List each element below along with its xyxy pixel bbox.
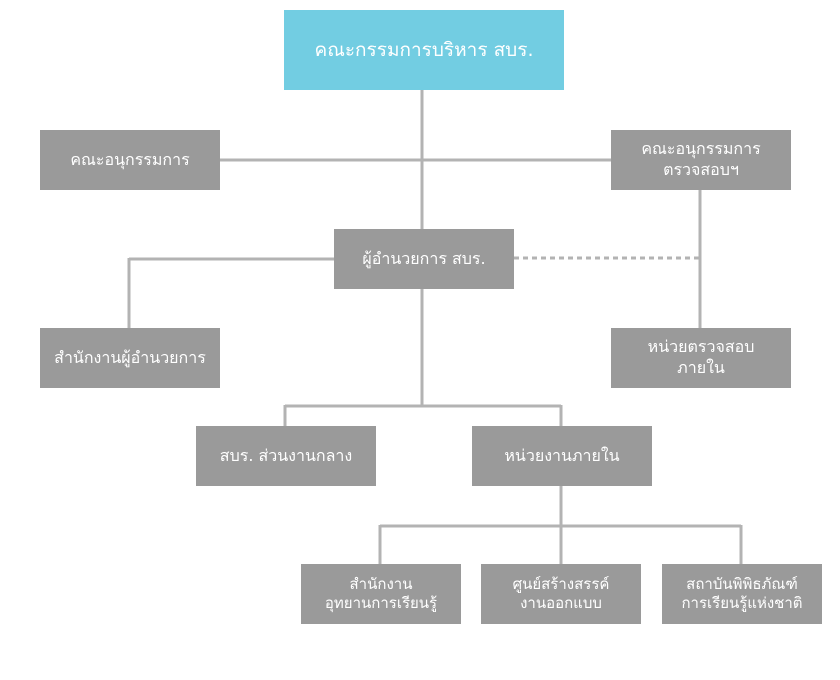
node-central-unit-label: สบร. ส่วนงานกลาง	[219, 445, 353, 465]
node-subcommittee-label: คณะอนุกรรมการ	[70, 149, 190, 169]
node-internal-units-label: หน่วยงานภายใน	[504, 445, 620, 465]
node-board-label: คณะกรรมการบริหาร สบร.	[314, 38, 534, 61]
node-director: ผู้อำนวยการ สบร.	[334, 229, 514, 289]
node-subcommittee: คณะอนุกรรมการ	[40, 130, 220, 190]
node-director-office: สำนักงานผู้อำนวยการ	[40, 328, 220, 388]
node-design-center-label: ศูนย์สร้างสรรค์ งานออกแบบ	[512, 574, 610, 613]
node-central-unit: สบร. ส่วนงานกลาง	[196, 426, 376, 486]
node-audit-subcommittee: คณะอนุกรรมการ ตรวจสอบฯ	[611, 130, 791, 190]
node-board: คณะกรรมการบริหาร สบร.	[284, 10, 564, 90]
node-internal-audit: หน่วยตรวจสอบ ภายใน	[611, 328, 791, 388]
node-park-office: สำนักงาน อุทยานการเรียนรู้	[301, 564, 461, 624]
node-park-office-label: สำนักงาน อุทยานการเรียนรู้	[324, 574, 438, 613]
node-internal-audit-label: หน่วยตรวจสอบ ภายใน	[647, 337, 755, 377]
node-director-office-label: สำนักงานผู้อำนวยการ	[54, 347, 206, 367]
node-internal-units: หน่วยงานภายใน	[472, 426, 652, 486]
node-audit-subcommittee-label: คณะอนุกรรมการ ตรวจสอบฯ	[641, 139, 761, 179]
node-museum-institute: สถาบันพิพิธภัณฑ์ การเรียนรู้แห่งชาติ	[662, 564, 822, 624]
node-museum-institute-label: สถาบันพิพิธภัณฑ์ การเรียนรู้แห่งชาติ	[681, 574, 803, 613]
node-design-center: ศูนย์สร้างสรรค์ งานออกแบบ	[481, 564, 641, 624]
node-director-label: ผู้อำนวยการ สบร.	[362, 248, 486, 268]
